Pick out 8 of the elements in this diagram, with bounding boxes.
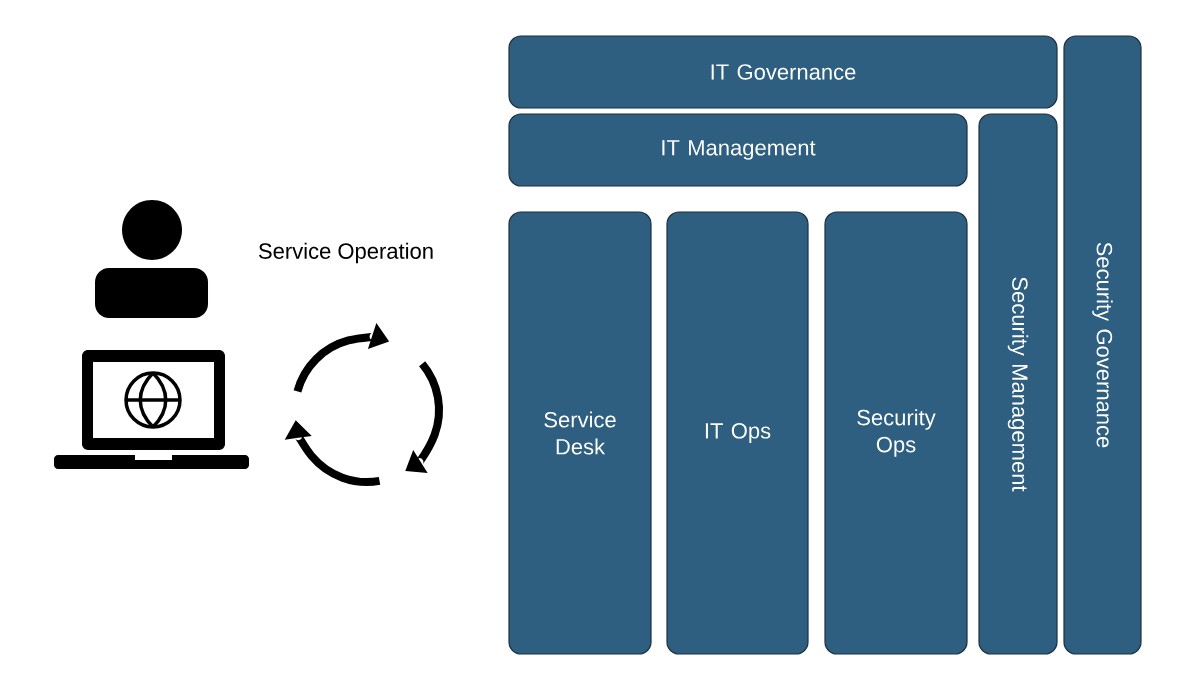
layer-box: IT Governance (508, 35, 1058, 109)
layer-box: Security Management (978, 113, 1058, 655)
layer-box: IT Ops (666, 211, 809, 655)
caption-text: Service Operation (258, 242, 433, 264)
layer-box: Security Governance (1063, 35, 1142, 655)
layer-box: Security Ops (824, 211, 968, 655)
layer-box: IT Management (508, 113, 968, 187)
layer-box: Service Desk (508, 211, 652, 655)
